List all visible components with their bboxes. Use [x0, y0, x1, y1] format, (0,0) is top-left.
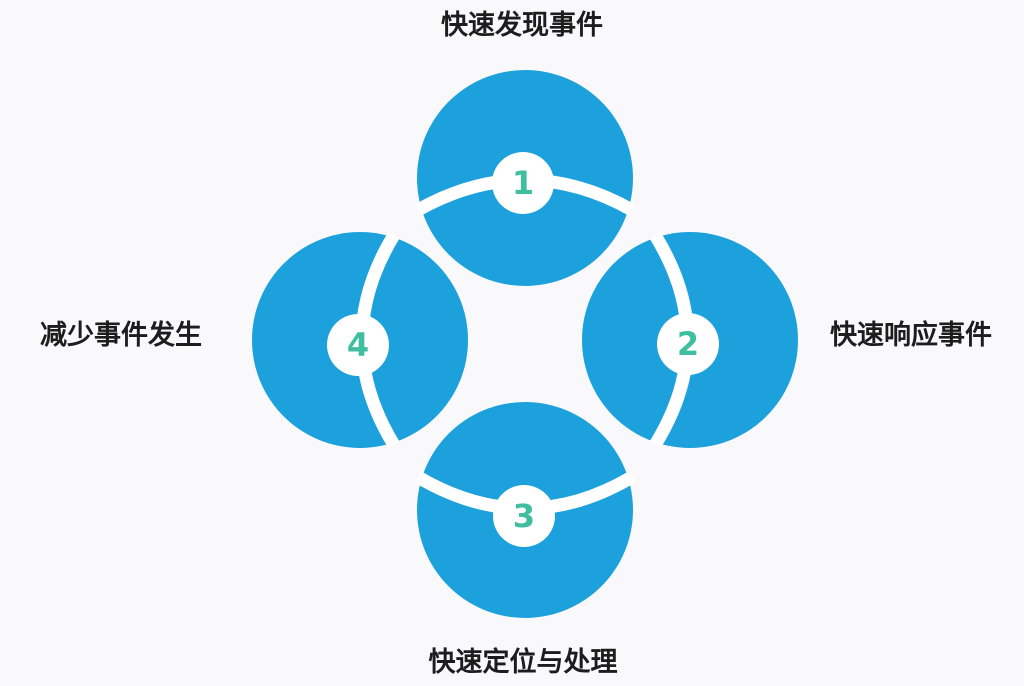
- step-1-badge: [492, 152, 554, 214]
- step-3-badge: [493, 485, 555, 547]
- step-1-node: 1: [414, 70, 636, 286]
- step-2-label: 快速响应事件: [830, 320, 992, 351]
- step-2-number: 2: [677, 325, 699, 363]
- step-2-badge: [657, 313, 719, 375]
- step-4-badge: [327, 314, 389, 376]
- step-4-label: 减少事件发生: [40, 320, 202, 351]
- step-3-node: 3: [414, 402, 636, 618]
- step-1-label: 快速发现事件: [441, 10, 603, 41]
- step-1-number: 1: [512, 164, 534, 202]
- step-3-label: 快速定位与处理: [428, 647, 618, 678]
- step-4-number: 4: [347, 326, 369, 364]
- step-4-node: 4: [252, 231, 468, 449]
- step-2-node: 2: [582, 231, 798, 449]
- step-3-number: 3: [513, 497, 535, 535]
